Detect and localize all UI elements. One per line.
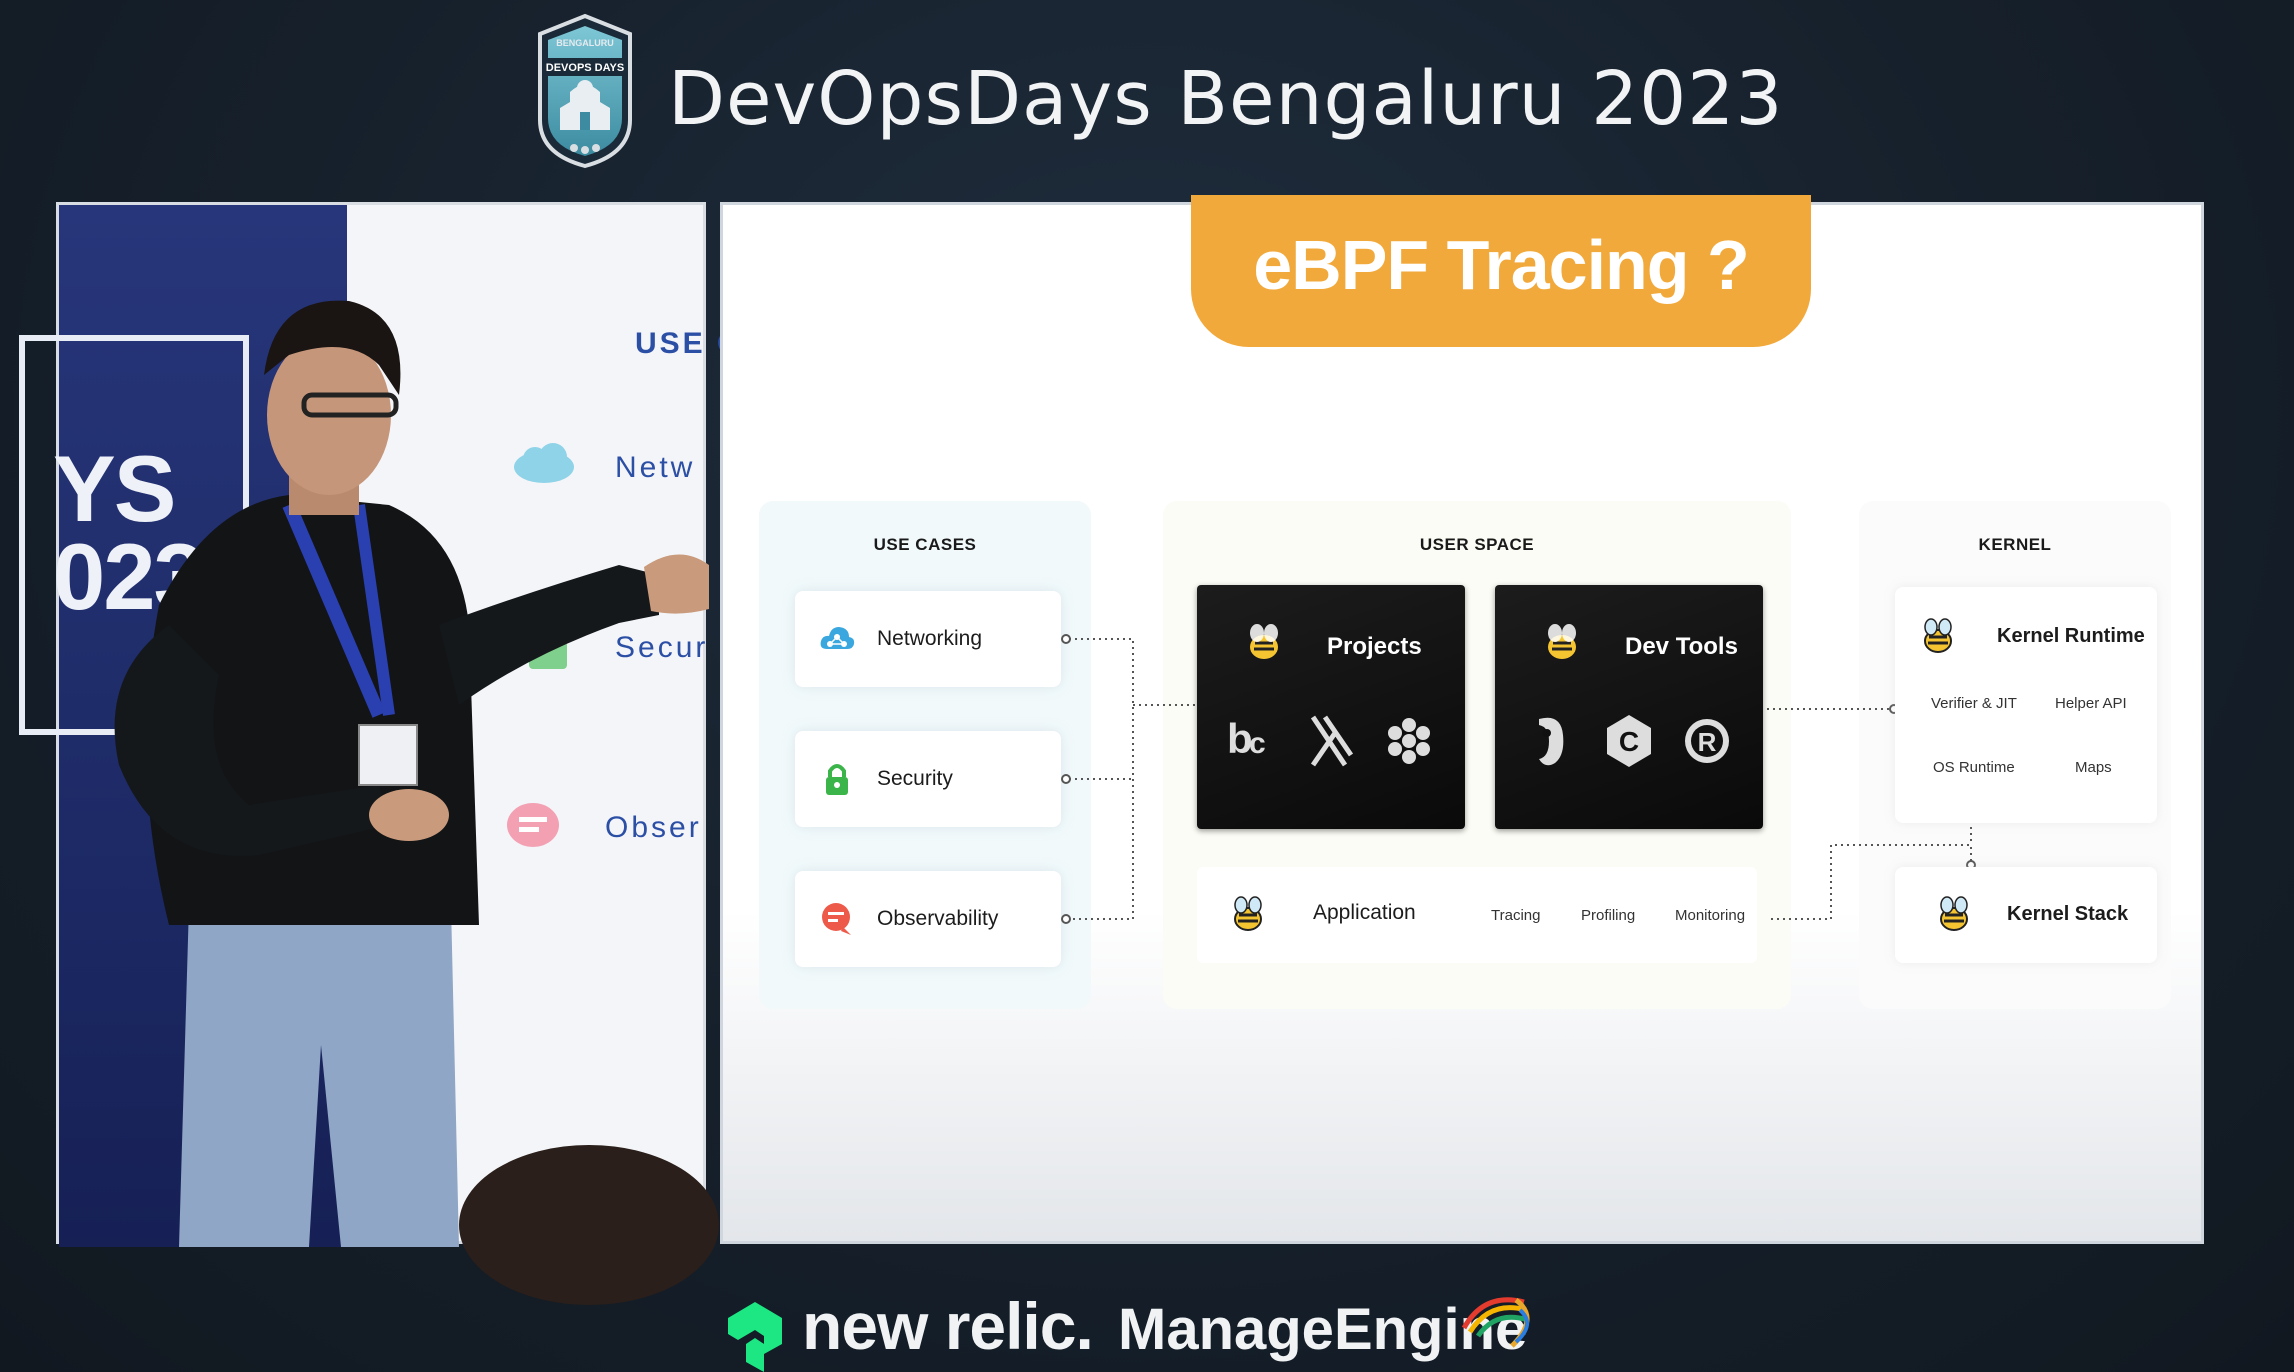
use-case-label: Security <box>877 767 953 790</box>
kernel-runtime-label: Kernel Runtime <box>1997 625 2145 647</box>
kernel-runtime-item: OS Runtime <box>1933 759 2015 776</box>
cilium-icon <box>1388 718 1430 764</box>
use-case-label: Observability <box>877 907 999 930</box>
speaker-camera-feed: YS 023 USE C Netw Secur Obser <box>19 202 739 1305</box>
c-icon: C <box>1607 715 1651 767</box>
rust-icon: R <box>1685 719 1729 763</box>
manageengine-wordmark: ManageEngine <box>1118 1297 1528 1362</box>
ebpf-bee-icon <box>1250 624 1278 659</box>
kernel-runtime-item: Maps <box>2075 759 2112 776</box>
manageengine-arc-logo-icon <box>1461 1297 1530 1348</box>
application-tag-profiling: Profiling <box>1581 907 1636 924</box>
observability-chat-icon <box>822 903 851 935</box>
dev-tools-label: Dev Tools <box>1625 633 1738 660</box>
kernel-stack-label: Kernel Stack <box>2007 903 2129 925</box>
svg-text:b: b <box>1227 715 1253 762</box>
backdrop-cloud-icon <box>514 443 574 483</box>
backdrop-use-case-observability: Obser <box>605 811 702 844</box>
lock-icon <box>826 764 848 795</box>
kernel-runtime-item: Helper API <box>2055 695 2127 712</box>
svg-text:c: c <box>1249 727 1266 760</box>
new-relic-logo-icon <box>728 1302 782 1372</box>
bpftrace-icon <box>1310 715 1354 767</box>
speaker-figure <box>114 300 719 1305</box>
svg-text:R: R <box>1698 727 1717 757</box>
presentation-slide: eBPF Tracing ? USE CASES USER SPACE KERN… <box>720 195 2204 1244</box>
application-row: Application Tracing Profiling Monitoring <box>1197 867 1757 963</box>
svg-text:BENGALURU: BENGALURU <box>556 38 614 48</box>
svg-text:C: C <box>1619 726 1639 757</box>
kernel-runtime-item: Verifier & JIT <box>1931 695 2017 712</box>
ebpf-bee-icon <box>1234 896 1262 931</box>
use-case-card-observability: Observability <box>795 871 1061 967</box>
projects-label: Projects <box>1327 633 1422 660</box>
bcc-icon: b c <box>1227 715 1266 762</box>
slide-title-banner: eBPF Tracing ? <box>1191 195 1811 347</box>
kernel-runtime-card: Kernel Runtime Verifier & JIT Helper API… <box>1895 587 2157 823</box>
go-icon <box>1539 717 1564 766</box>
use-case-card-security: Security <box>795 731 1061 827</box>
ebpf-bee-icon <box>1548 624 1576 659</box>
use-case-card-networking: Networking <box>795 591 1061 687</box>
user-space-heading: USER SPACE <box>1419 535 1535 554</box>
application-tag-monitoring: Monitoring <box>1675 907 1746 924</box>
projects-box: Projects b c <box>1197 585 1465 829</box>
application-tag-tracing: Tracing <box>1491 907 1541 924</box>
event-title: DevOpsDays Bengaluru 2023 <box>668 56 1784 142</box>
event-header: BENGALURU DEVOPS DAYS DevOpsDays Bengalu… <box>0 0 2294 200</box>
application-label: Application <box>1313 901 1416 924</box>
backdrop-use-case-networking: Netw <box>615 451 696 484</box>
connector-lines <box>1061 634 1976 924</box>
use-cases-heading: USE CASES <box>873 535 977 554</box>
devopsdays-bengaluru-logo: BENGALURU DEVOPS DAYS <box>538 13 632 169</box>
slide-title: eBPF Tracing ? <box>1253 226 1750 304</box>
backdrop-use-case-security: Secur <box>615 631 709 664</box>
backdrop-observability-icon <box>507 803 559 847</box>
cloud-network-icon <box>820 627 855 649</box>
ebpf-bee-icon <box>1940 896 1968 931</box>
new-relic-wordmark: new relic. <box>802 1289 1094 1363</box>
kernel-stack-card: Kernel Stack <box>1895 867 2157 963</box>
svg-text:DEVOPS DAYS: DEVOPS DAYS <box>546 62 624 74</box>
dev-tools-box: Dev Tools C R <box>1495 585 1763 829</box>
ebpf-bee-icon <box>1924 618 1952 653</box>
kernel-heading: KERNEL <box>1978 535 2052 554</box>
use-case-label: Networking <box>877 627 983 650</box>
